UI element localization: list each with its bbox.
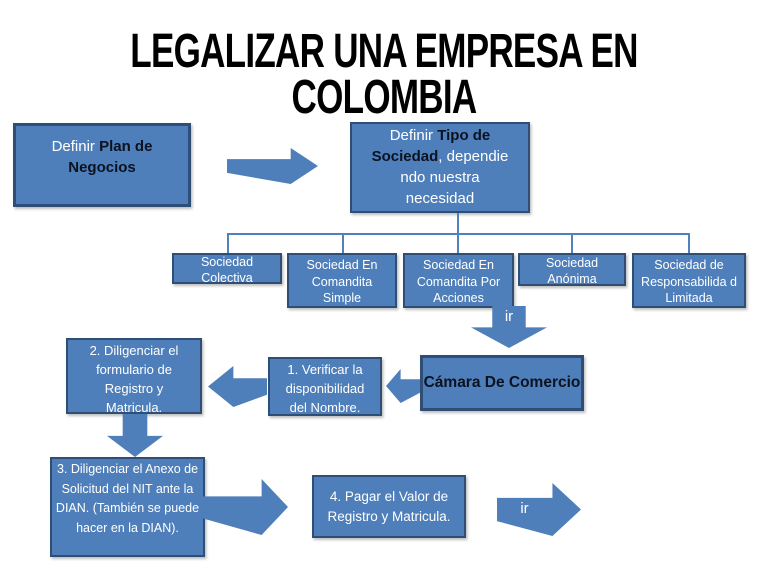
box-sociedad-en-comandita-simple: Sociedad En Comandita Simple — [287, 253, 397, 308]
arrow-left-camara-to-step1-icon — [386, 369, 420, 403]
connector-drop-2 — [342, 233, 344, 253]
plan-text-bold: Plan de Negocios — [68, 138, 153, 176]
box-step-3-anexo-nit-dian: 3. Diligenciar el Anexo de Solicitud del… — [50, 457, 205, 557]
box-camara-de-comercio: Cámara De Comercio — [420, 355, 584, 411]
box-sociedad-de-responsabilidad-limitada: Sociedad de Responsabilida d Limitada — [632, 253, 746, 308]
arrow-right-plan-to-tipo-icon — [227, 148, 318, 184]
tipo-text-bold: Tipo de Sociedad — [371, 127, 491, 165]
tipo-text-normal2: , dependie ndo nuestra necesidad — [400, 148, 509, 207]
arrow-down-step2-to-step3-icon — [107, 414, 163, 457]
box-sociedad-anonima: Sociedad Anónima — [518, 253, 626, 286]
arrow-right-ir-label: ir — [520, 500, 529, 517]
page-title-line-2: COLOMBIA — [291, 71, 478, 124]
box-sociedad-colectiva: Sociedad Colectiva — [172, 253, 282, 285]
arrow-left-step1-to-step2-icon — [208, 366, 267, 407]
page-title-line-1: LEGALIZAR UNA EMPRESA EN — [130, 25, 638, 78]
box-plan-de-negocios: Definir Plan de Negocios — [13, 123, 191, 207]
arrow-down-ir-label: ir — [504, 308, 514, 325]
box-step-2-formulario-registro: 2. Diligenciar el formulario de Registro… — [66, 338, 202, 415]
box-step-1-verificar-nombre: 1. Verificar la disponibilidad del Nombr… — [268, 357, 382, 416]
connector-drop-1 — [227, 233, 229, 253]
arrow-right-step3-to-step4-icon — [200, 479, 288, 535]
tipo-text-normal1: Definir — [389, 127, 438, 144]
box-step-4-pagar-registro: 4. Pagar el Valor de Registro y Matricul… — [312, 475, 466, 538]
connector-drop-4 — [571, 233, 573, 253]
connector-drop-5 — [688, 233, 690, 253]
connector-horizontal — [227, 233, 689, 235]
box-tipo-de-sociedad: Definir Tipo de Sociedad, dependie ndo n… — [350, 122, 530, 213]
box-sociedad-en-comandita-por-acciones: Sociedad En Comandita Por Acciones — [403, 253, 514, 308]
plan-text-normal: Definir — [51, 138, 100, 155]
